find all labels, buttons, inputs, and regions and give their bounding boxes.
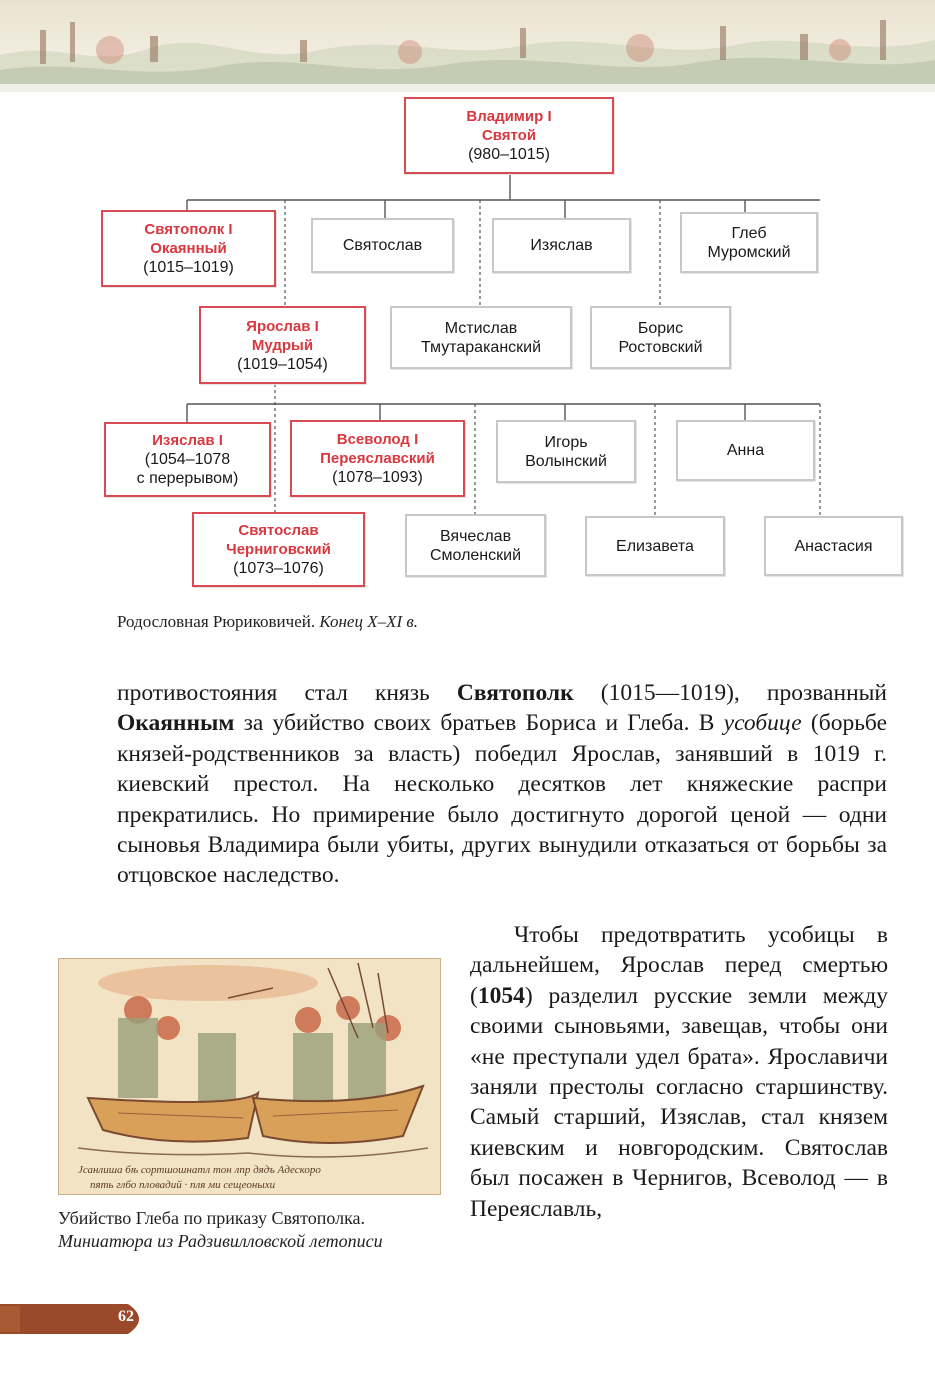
node-svyatoslav: Святослав xyxy=(311,218,454,273)
node-dates: (1078–1093) xyxy=(332,469,423,486)
tree-caption-italic: Конец X–XI в. xyxy=(319,612,419,631)
node-izyaslav-1: Изяслав I (1054–1078 с перерывом) xyxy=(104,422,271,497)
node-label: Борис xyxy=(637,319,684,337)
illustration-caption-text: Убийство Глеба по приказу Святополка. xyxy=(58,1208,366,1228)
text-run: (1015—1019), прозванный xyxy=(573,680,888,706)
node-dates: с перерывом) xyxy=(136,470,239,487)
node-yaroslav: Ярослав I Мудрый (1019–1054) xyxy=(199,306,366,384)
miniature-illustration: Jсанлиша бѣ сортшошнатл тон лпр дядъ Аде… xyxy=(57,957,442,1196)
node-svyatoslav-chernigov: Святослав Черниговский (1073–1076) xyxy=(192,512,365,587)
node-gleb: Глеб Муромский xyxy=(680,212,818,273)
node-name-line: Мудрый xyxy=(251,336,314,354)
node-izyaslav: Изяслав xyxy=(492,218,631,273)
node-elizaveta: Елизавета xyxy=(585,516,725,576)
node-label: Вячеслав xyxy=(439,527,512,545)
node-dates: (980–1015) xyxy=(468,146,550,163)
node-label: Анастасия xyxy=(794,537,873,555)
node-name-line: Черниговский xyxy=(226,541,331,558)
bold-term: Святополк xyxy=(456,680,574,706)
miniature-inscription-line: пять глбо пловадий · пля ми сещеоныхи xyxy=(90,1179,276,1191)
node-name-line: Святой xyxy=(481,127,537,144)
node-label: Глеб xyxy=(731,224,767,242)
node-label: Анна xyxy=(726,442,765,459)
paragraph-2: Чтобы предотвратить усобицы в дальнейшем… xyxy=(470,920,888,1224)
node-name-line: Ярослав I xyxy=(246,317,319,335)
node-dates: (1019–1054) xyxy=(237,355,328,373)
node-anna: Анна xyxy=(676,420,815,481)
tree-caption-text: Родословная Рюриковичей. xyxy=(117,612,320,631)
node-name-line: Окаянный xyxy=(150,240,227,257)
genealogy-tree: Владимир I Святой (980–1015) Святополк I… xyxy=(0,0,935,600)
node-label: Елизавета xyxy=(616,537,694,555)
node-name-line: Изяслав I xyxy=(152,432,223,449)
node-anastasia: Анастасия xyxy=(764,516,903,576)
text-run: за убийство своих братьев Бориса и Глеба… xyxy=(234,710,724,737)
header-banner xyxy=(0,0,935,92)
node-label: Игорь xyxy=(544,433,588,451)
node-mstislav: Мстислав Тмутараканский xyxy=(390,306,572,369)
page-number: 62 xyxy=(118,1308,134,1325)
page-tab xyxy=(0,1300,150,1338)
node-name-line: Святополк I xyxy=(144,221,233,238)
node-label: Изяслав xyxy=(530,237,593,254)
paragraph-1: противостояния стал князь Святополк (101… xyxy=(117,678,887,891)
node-dates: (1015–1019) xyxy=(143,259,234,276)
node-label: Святослав xyxy=(342,237,423,254)
node-boris: Борис Ростовский xyxy=(590,306,731,369)
bold-term: Окаянным xyxy=(117,710,235,737)
illustration-caption-italic: Миниатюра из Радзивилловской летописи xyxy=(58,1231,383,1251)
tree-connectors xyxy=(186,174,821,516)
node-dates: (1073–1076) xyxy=(233,560,324,577)
node-vsevolod: Всеволод I Переяславский (1078–1093) xyxy=(290,420,465,497)
node-svyatopolk: Святополк I Окаянный (1015–1019) xyxy=(101,210,276,287)
text-run: Чтобы предотвратить усобицы в дальнейшем… xyxy=(470,922,888,1009)
miniature-inscription-line: Jсанлиша бѣ сортшошнатл тон лпр дядъ Аде… xyxy=(78,1164,321,1176)
node-label: Ростовский xyxy=(618,338,703,356)
node-name-line: Переяславский xyxy=(320,450,435,467)
node-label: Муромский xyxy=(707,243,791,261)
node-dates: (1054–1078 xyxy=(144,451,231,468)
node-label: Мстислав xyxy=(444,319,518,337)
text-run: ) разделил русские земли между своими сы… xyxy=(470,982,888,1222)
node-label: Тмутараканский xyxy=(420,338,542,356)
node-label: Волынский xyxy=(525,452,607,470)
node-vladimir: Владимир I Святой (980–1015) xyxy=(404,97,614,174)
node-label: Смоленский xyxy=(429,546,522,564)
bold-term: 1054 xyxy=(477,982,525,1009)
text-run: (борьбе князей-родственников за власть) … xyxy=(117,710,887,889)
text-run: противостояния стал князь xyxy=(117,680,457,706)
node-vyacheslav: Вячеслав Смоленский xyxy=(405,514,546,577)
node-igor: Игорь Волынский xyxy=(496,420,636,483)
illustration-caption: Убийство Глеба по приказу Святополка. Ми… xyxy=(58,1207,398,1253)
node-name-line: Владимир I xyxy=(466,108,552,125)
italic-term: усобице xyxy=(723,710,802,737)
node-name-line: Святослав xyxy=(238,522,319,539)
tree-caption: Родословная Рюриковичей. Конец X–XI в. xyxy=(117,612,418,632)
node-name-line: Всеволод I xyxy=(336,431,419,448)
